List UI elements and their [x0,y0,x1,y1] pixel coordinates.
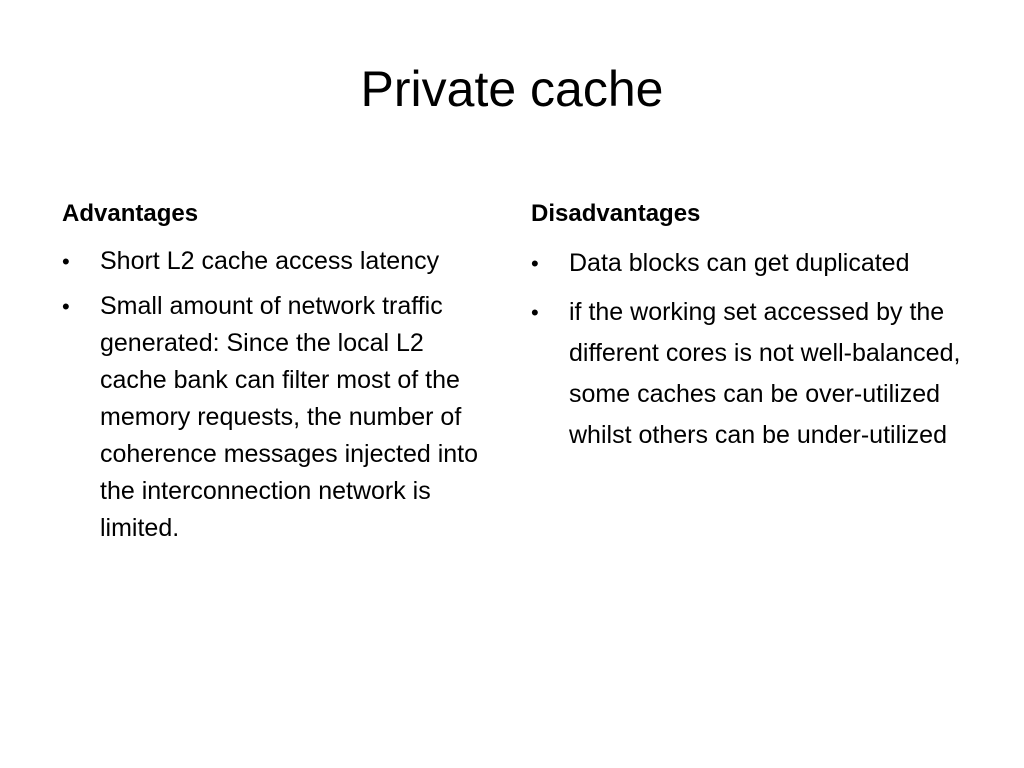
bullet-icon: • [531,299,539,325]
advantages-list-item: • Small amount of network traffic genera… [62,288,482,547]
disadvantage-text: if the working set accessed by the diffe… [569,297,961,449]
slide-title: Private cache [360,61,664,117]
advantages-column: Advantages • Short L2 cache access laten… [62,200,482,555]
disadvantages-list-item: • Data blocks can get duplicated [531,243,971,284]
disadvantages-list: • Data blocks can get duplicated • if th… [531,243,971,456]
disadvantages-heading: Disadvantages [531,200,701,227]
disadvantages-list-item: • if the working set accessed by the dif… [531,292,971,456]
advantages-heading: Advantages [62,200,199,227]
advantage-text: Small amount of network traffic generate… [100,291,479,542]
advantages-list-item: • Short L2 cache access latency [62,243,482,280]
disadvantage-text: Data blocks can get duplicated [569,248,910,277]
bullet-icon: • [62,293,70,319]
bullet-icon: • [62,248,70,274]
disadvantages-column: Disadvantages • Data blocks can get dupl… [531,200,971,464]
advantages-list: • Short L2 cache access latency • Small … [62,243,482,547]
bullet-icon: • [531,250,539,276]
advantage-text: Short L2 cache access latency [100,246,440,275]
